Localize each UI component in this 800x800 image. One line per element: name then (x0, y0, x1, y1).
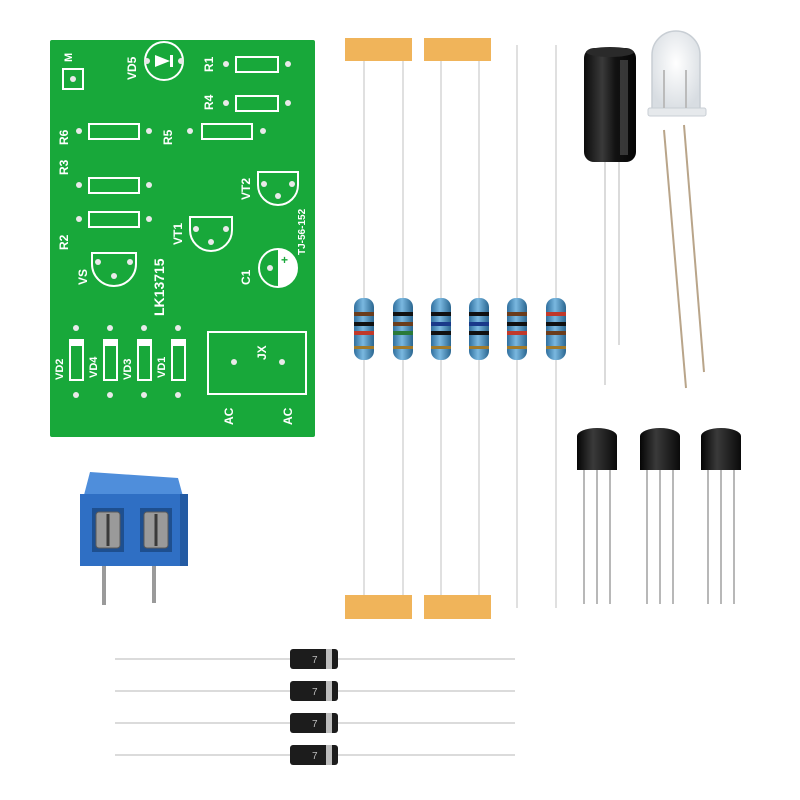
tape-top-right (424, 38, 491, 61)
electrolytic-capacitor (584, 47, 636, 385)
diode-marking: 7 (312, 751, 318, 762)
silk-label-m: M (63, 53, 75, 62)
silk-label-jx: JX (255, 345, 269, 360)
diode-marking: 7 (312, 719, 318, 730)
pcb-board: M VD5 R1 R4 R6 R5 R3 VT2 (50, 40, 315, 437)
resistor (354, 298, 374, 360)
tape-bottom-left (345, 595, 412, 619)
silk-label-r2: R2 (57, 234, 71, 250)
diode: 7 (115, 681, 515, 701)
silk-label-vs: VS (76, 269, 90, 285)
silk-label-r6: R6 (57, 129, 71, 145)
tape-bottom-right (424, 595, 491, 619)
transistor (577, 428, 617, 604)
transistor (640, 428, 680, 604)
silk-label-r4: R4 (202, 94, 216, 110)
silk-board-name: LK13715 (151, 258, 167, 316)
silk-board-code: TJ-56-152 (297, 208, 308, 255)
silk-label-vd4: VD4 (88, 356, 100, 378)
silk-label-vd3: VD3 (122, 359, 134, 380)
silk-label-c1: C1 (239, 269, 253, 285)
diode: 7 (115, 713, 515, 733)
resistor (431, 298, 451, 360)
screw-terminal-block (80, 472, 188, 605)
diode: 7 (115, 649, 515, 669)
diode-marking: 7 (312, 655, 318, 666)
silk-label-ac-right: AC (281, 407, 295, 425)
resistor (507, 298, 527, 360)
diode: 7 (115, 745, 515, 765)
silk-label-r5: R5 (161, 129, 175, 145)
silk-label-vd5: VD5 (125, 56, 139, 80)
tape-top-left (345, 38, 412, 61)
silk-label-vd1: VD1 (156, 357, 168, 378)
diode-marking: 7 (312, 687, 318, 698)
transistor (701, 428, 741, 604)
taped-resistor-strip (345, 38, 566, 619)
silk-label-r3: R3 (57, 159, 71, 175)
silk-label-vt1: VT1 (171, 223, 185, 245)
resistor (469, 298, 489, 360)
silk-label-ac-left: AC (222, 407, 236, 425)
resistor (546, 298, 566, 360)
silk-label-vt2: VT2 (239, 178, 253, 200)
svg-text:+: + (281, 253, 288, 267)
silk-label-r1: R1 (202, 56, 216, 72)
resistor (393, 298, 413, 360)
silk-label-vd2: VD2 (54, 359, 66, 380)
led (647, 30, 707, 389)
